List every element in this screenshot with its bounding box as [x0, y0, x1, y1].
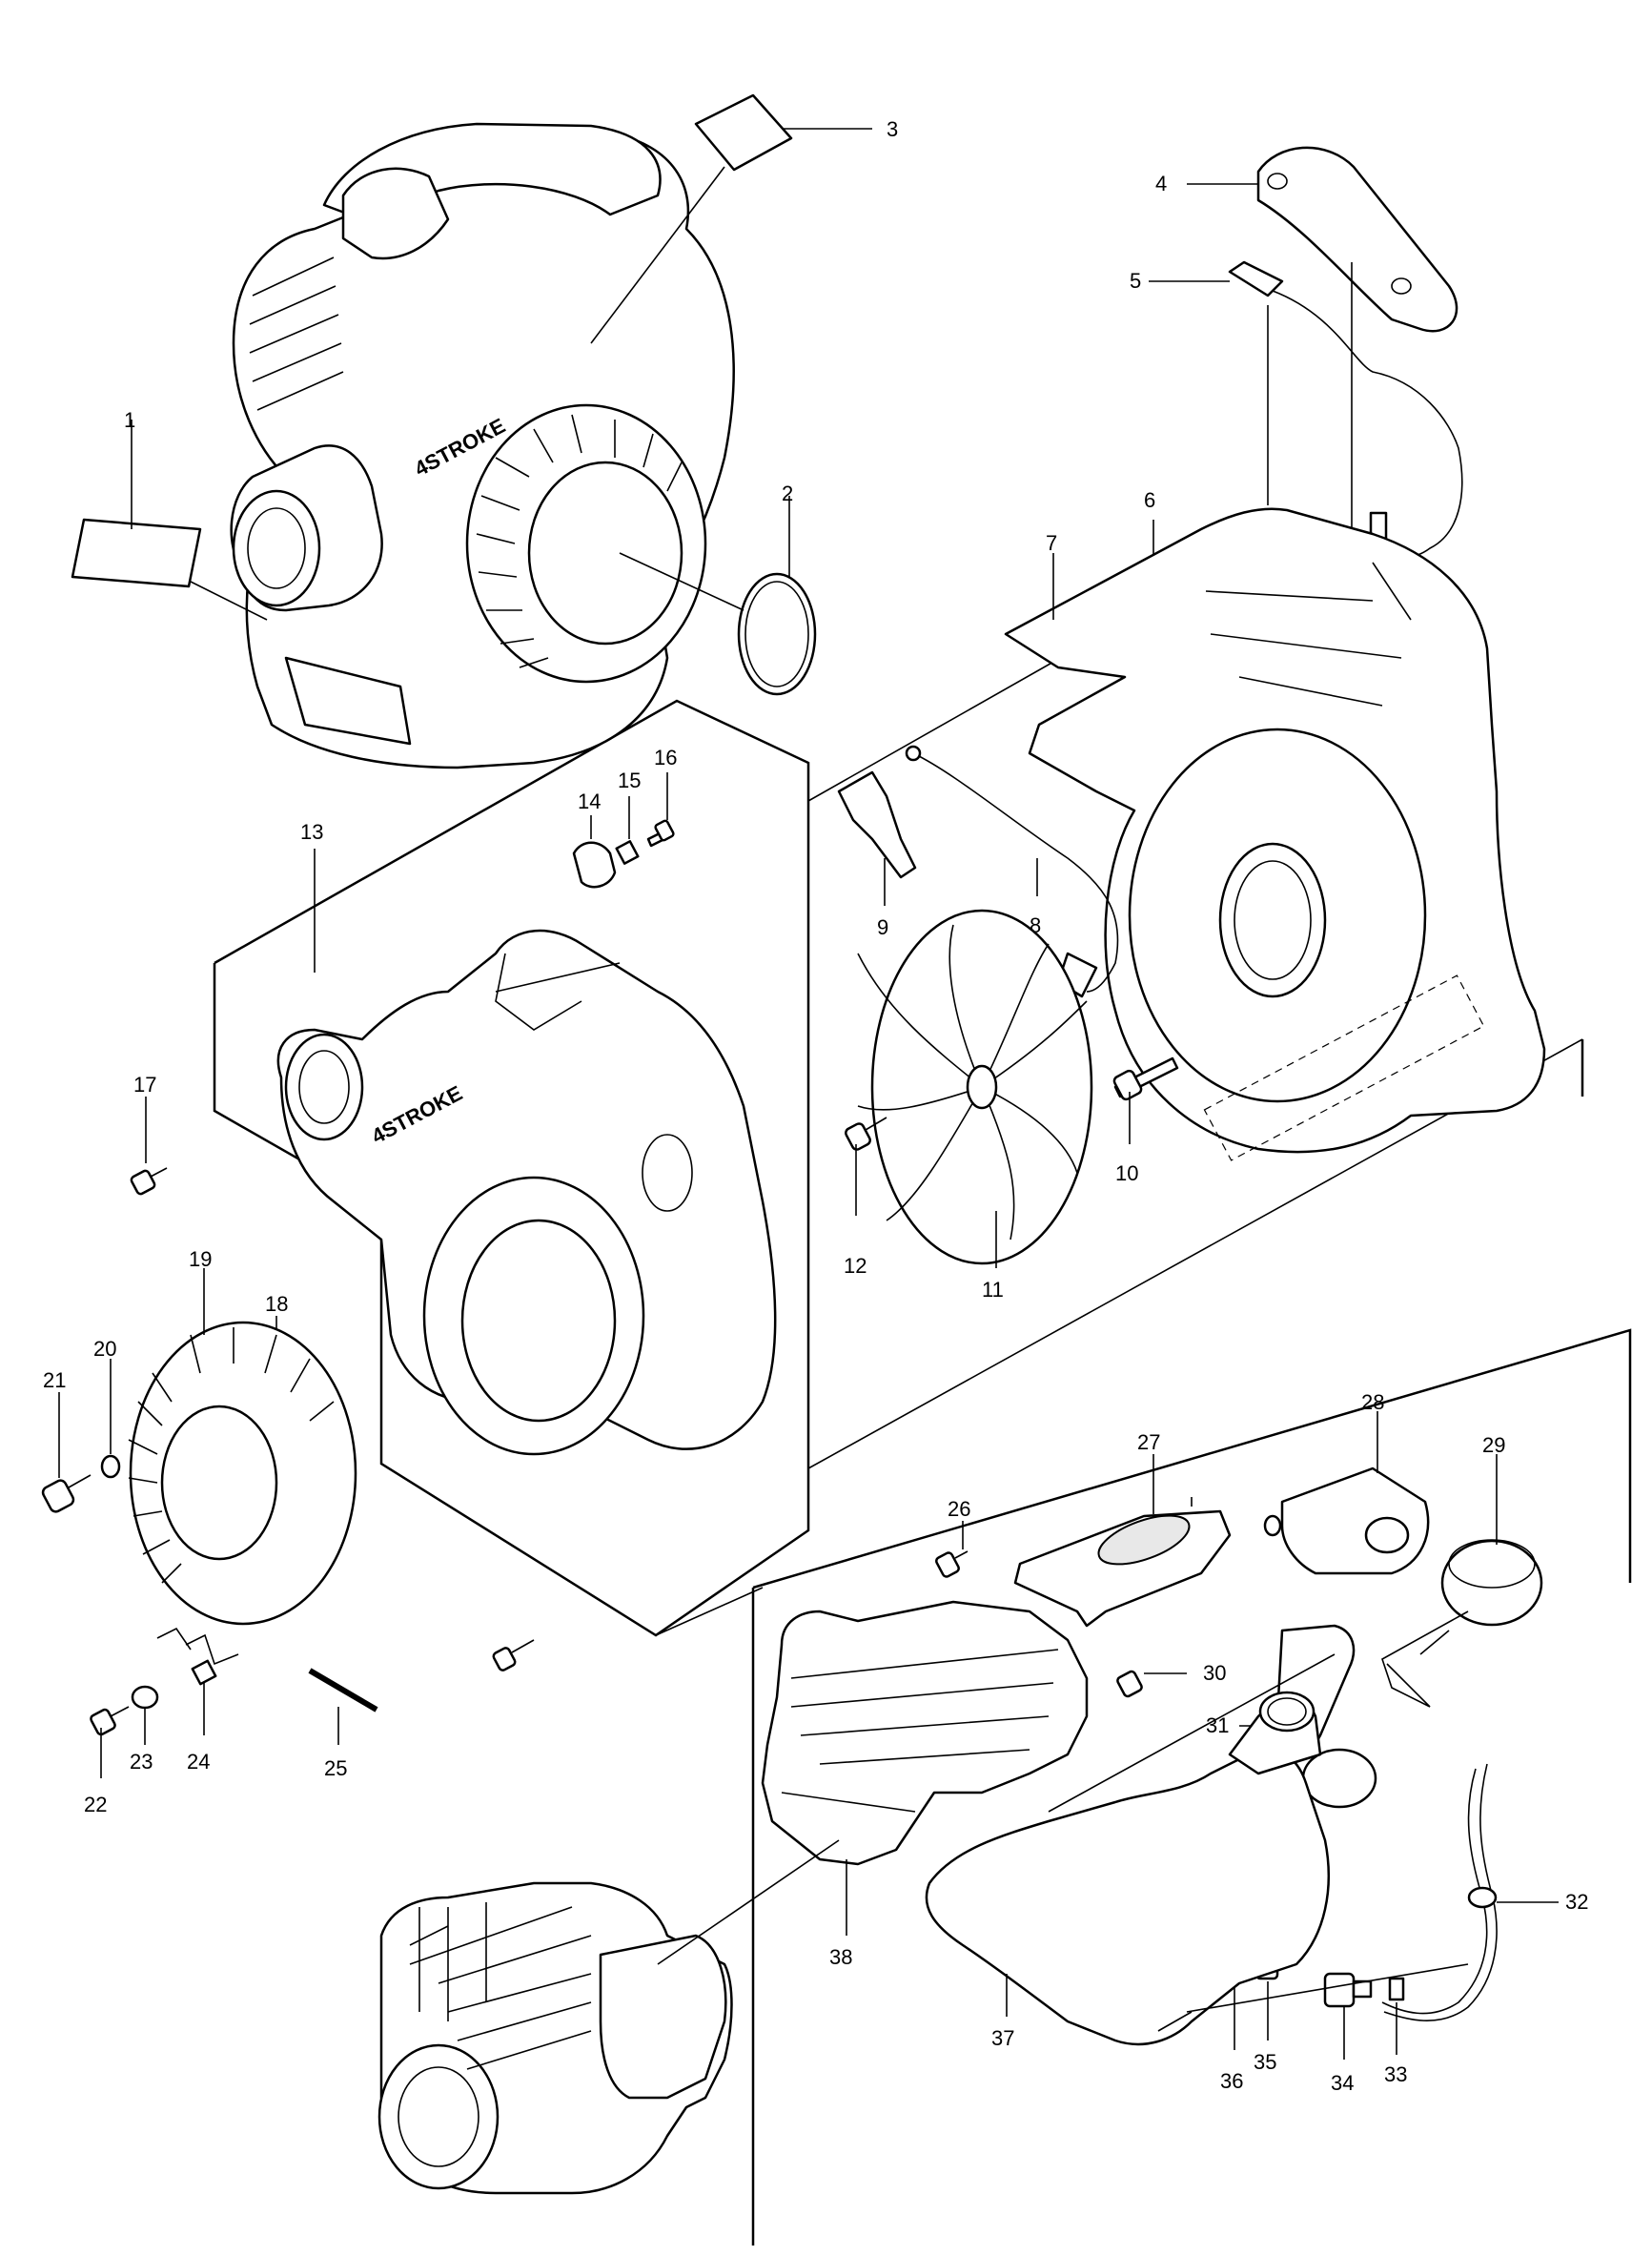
callout-35: 35	[1254, 2050, 1276, 2074]
callout-24: 24	[187, 1750, 210, 1774]
callout-12: 12	[844, 1254, 867, 1278]
callout-37: 37	[991, 2026, 1014, 2050]
part-12-bolt: 12	[844, 1117, 887, 1278]
part-32-fuel-line: 32	[1381, 1763, 1588, 2021]
callout-1: 1	[124, 408, 135, 432]
callout-30: 30	[1203, 1661, 1226, 1685]
part-28-intake-elbow: 28	[1263, 1390, 1430, 1575]
callout-11: 11	[982, 1278, 1004, 1302]
callout-38: 38	[829, 1945, 852, 1969]
callout-17: 17	[133, 1073, 156, 1097]
callout-19: 19	[189, 1247, 212, 1271]
part-16-screw: 16	[646, 746, 677, 848]
callout-31: 31	[1206, 1713, 1229, 1737]
callout-23: 23	[130, 1750, 153, 1774]
callout-34: 34	[1331, 2071, 1354, 2095]
part-15-spring: 15	[615, 769, 641, 865]
callout-22: 22	[84, 1793, 107, 1816]
callout-14: 14	[578, 790, 601, 813]
callout-4: 4	[1155, 172, 1167, 195]
part-4-grip-cover: 4	[1155, 146, 1458, 534]
part-23-washer: 23	[130, 1685, 159, 1774]
engine-assembly	[377, 1881, 733, 2195]
callout-10: 10	[1115, 1161, 1138, 1185]
callout-13: 13	[300, 820, 323, 844]
callout-9: 9	[877, 915, 888, 939]
part-22-screw: 22	[84, 1706, 130, 1816]
callout-15: 15	[618, 769, 641, 792]
part-38-shroud: 38	[761, 1600, 1089, 1969]
part-24-spring: 24	[156, 1627, 239, 1774]
part-26-screw: 26	[935, 1497, 970, 1578]
callout-29: 29	[1482, 1433, 1505, 1457]
starter-cover-ribs	[465, 403, 707, 684]
callout-7: 7	[1046, 531, 1057, 555]
part-10-bolt: 10	[1112, 1056, 1179, 1185]
part-19-starter-cover: 19	[128, 1247, 357, 1626]
part-9-throttle-lever: 9	[837, 770, 917, 939]
callout-16: 16	[654, 746, 677, 769]
part-25-pin: 25	[308, 1668, 378, 1780]
part-11-fan: 11	[857, 909, 1093, 1302]
part-29-fuel-cap: 29	[1381, 1433, 1543, 1708]
part-34-filter: 34	[1323, 1972, 1373, 2095]
callout-2: 2	[782, 482, 793, 505]
assembly-box-engine	[752, 1328, 1632, 1589]
part-1-label: 1	[71, 408, 268, 621]
callout-36: 36	[1220, 2069, 1243, 2093]
part-37-fuel-tank: 37	[925, 1691, 1330, 2050]
part-20-washer: 20	[93, 1337, 121, 1479]
callout-21: 21	[43, 1368, 66, 1392]
housing-screw	[492, 1639, 535, 1671]
part-7-rear-housing: 7	[1004, 507, 1546, 1161]
callout-32: 32	[1565, 1890, 1588, 1914]
callout-20: 20	[93, 1337, 116, 1361]
callout-18: 18	[265, 1292, 288, 1316]
part-2-seal-ring: 2	[619, 482, 817, 696]
part-3-label: 3	[590, 93, 898, 344]
part-14-cap: 14	[572, 790, 617, 889]
callout-28: 28	[1361, 1390, 1384, 1414]
blower-housing-assembled: 4STROKE	[230, 122, 735, 769]
part-27-top-cover: 27	[1013, 1430, 1232, 1628]
part-17-screw: 17	[130, 1073, 168, 1196]
cylinder-fins	[249, 256, 344, 411]
callout-33: 33	[1384, 2062, 1407, 2086]
callout-5: 5	[1130, 269, 1141, 293]
callout-25: 25	[324, 1756, 347, 1780]
callout-6: 6	[1144, 488, 1155, 512]
part-21-knob-bolt: 21	[41, 1368, 92, 1513]
part-13-front-housing: 4STROKE 13	[276, 820, 777, 1456]
callout-3: 3	[887, 117, 898, 141]
callout-26: 26	[948, 1497, 970, 1521]
part-33-fitting: 33	[1384, 1977, 1407, 2086]
callout-27: 27	[1137, 1430, 1160, 1454]
part-30-screw: 30	[1116, 1661, 1226, 1698]
